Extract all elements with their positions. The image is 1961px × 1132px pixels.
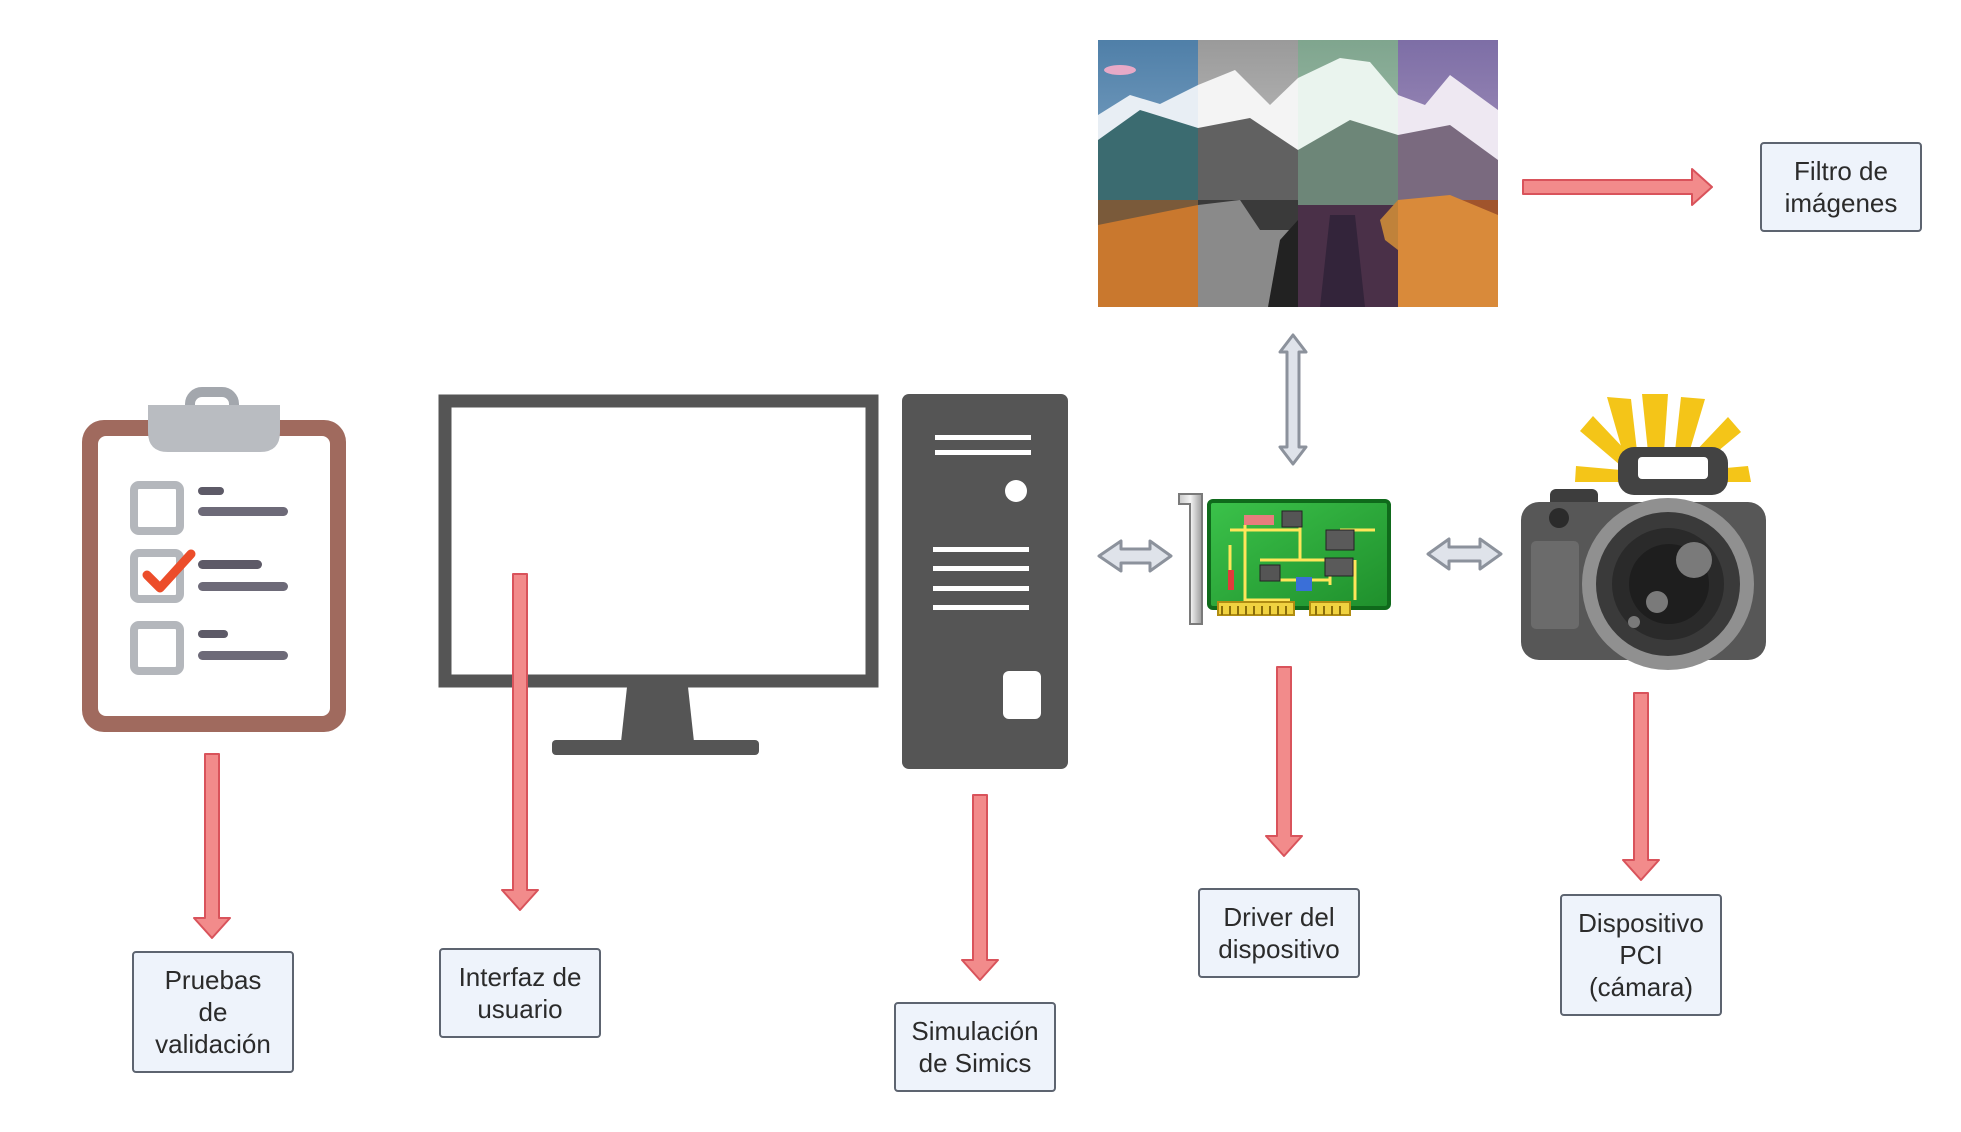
- label-user-interface: Interfaz de usuario: [439, 948, 601, 1038]
- arrow-to-device-driver: [1265, 666, 1303, 857]
- label-simics-simulation: Simulación de Simics: [894, 1002, 1056, 1092]
- monitor-icon: [438, 394, 879, 755]
- arrow-to-pci-device: [1622, 692, 1660, 881]
- pc-tower-icon: [902, 394, 1068, 769]
- clipboard-checklist-icon: [82, 387, 346, 732]
- double-arrows: [1097, 333, 1503, 573]
- double-arrow-image-to-card: [1278, 333, 1308, 466]
- arrow-to-image-filter: [1522, 168, 1713, 206]
- double-arrow-card-to-camera: [1426, 537, 1503, 571]
- arrows-down: [193, 168, 1713, 981]
- arrow-to-simics-simulation: [961, 794, 999, 981]
- label-validation-tests: Pruebas de validación: [132, 951, 294, 1073]
- double-arrow-tower-to-card: [1097, 539, 1173, 573]
- pci-card-icon: [1178, 493, 1391, 625]
- label-image-filter: Filtro de imágenes: [1760, 142, 1922, 232]
- filtered-landscape-image: [1098, 40, 1498, 307]
- camera-icon: [1521, 394, 1766, 670]
- arrow-to-user-interface: [501, 573, 539, 911]
- arrow-to-validation-tests: [193, 753, 231, 939]
- label-device-driver: Driver del dispositivo: [1198, 888, 1360, 978]
- label-pci-device: Dispositivo PCI (cámara): [1560, 894, 1722, 1016]
